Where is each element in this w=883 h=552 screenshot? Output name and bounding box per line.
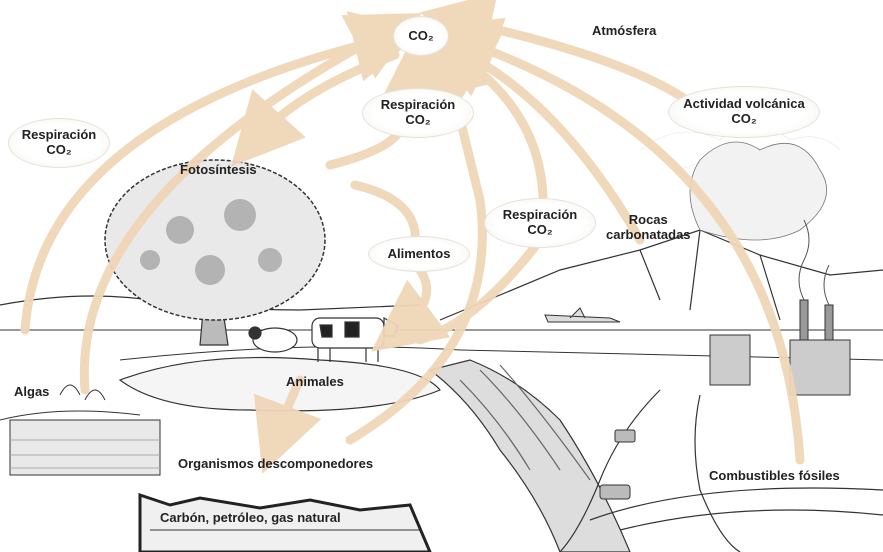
combustibles-fosiles-label: Combustibles fósiles — [709, 468, 840, 483]
rocas-line2: carbonatadas — [606, 227, 691, 242]
carbon-petroleo-label: Carbón, petróleo, gas natural — [160, 510, 341, 525]
alimentos-bubble: Alimentos — [368, 236, 470, 272]
rocas-carbonatadas-label: Rocas carbonatadas — [606, 212, 691, 242]
respiracion-left-bubble: Respiración CO₂ — [8, 118, 110, 168]
road — [559, 389, 883, 552]
animales-label: Animales — [286, 374, 344, 389]
alimentos-label: Alimentos — [387, 246, 451, 261]
respiracion-left-line2: CO₂ — [46, 142, 72, 157]
actividad-volcanica-bubble: Actividad volcánica CO₂ — [668, 86, 820, 138]
respiracion-top-bubble: Respiración CO₂ — [362, 88, 474, 138]
factory-illustration — [709, 219, 851, 396]
fossil-deposit — [138, 492, 432, 552]
atmosfera-label: Atmósfera — [592, 23, 657, 38]
co2-center-label: CO₂ — [408, 28, 434, 43]
respiracion-left-line1: Respiración — [21, 127, 97, 142]
respiracion-top-line2: CO₂ — [405, 112, 431, 127]
animals-illustration — [248, 316, 399, 362]
actividad-volcanica-line1: Actividad volcánica — [683, 96, 805, 111]
fotosintesis-label: Fotosíntesis — [180, 162, 257, 177]
respiracion-mid-line2: CO₂ — [527, 222, 553, 237]
organismos-descomponedores-label: Organismos descomponedores — [178, 456, 374, 471]
algas-label: Algas — [14, 384, 50, 399]
airplane — [544, 307, 621, 323]
respiracion-top-line1: Respiración — [380, 97, 456, 112]
volcanic-smoke — [689, 141, 828, 241]
respiracion-mid-line1: Respiración — [502, 207, 578, 222]
respiracion-mid-bubble: Respiración CO₂ — [484, 198, 596, 248]
tree-illustration — [104, 159, 326, 346]
actividad-volcanica-line2: CO₂ — [731, 111, 757, 126]
co2-center-bubble: CO₂ — [393, 16, 449, 56]
island — [118, 356, 441, 412]
pond — [9, 384, 161, 476]
rocas-line1: Rocas — [628, 212, 668, 227]
carbonate-rocks — [428, 359, 631, 552]
cars — [599, 429, 636, 500]
